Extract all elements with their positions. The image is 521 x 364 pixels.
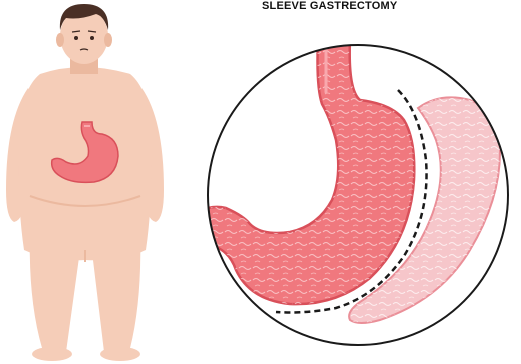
zoom-circle [196,40,508,345]
